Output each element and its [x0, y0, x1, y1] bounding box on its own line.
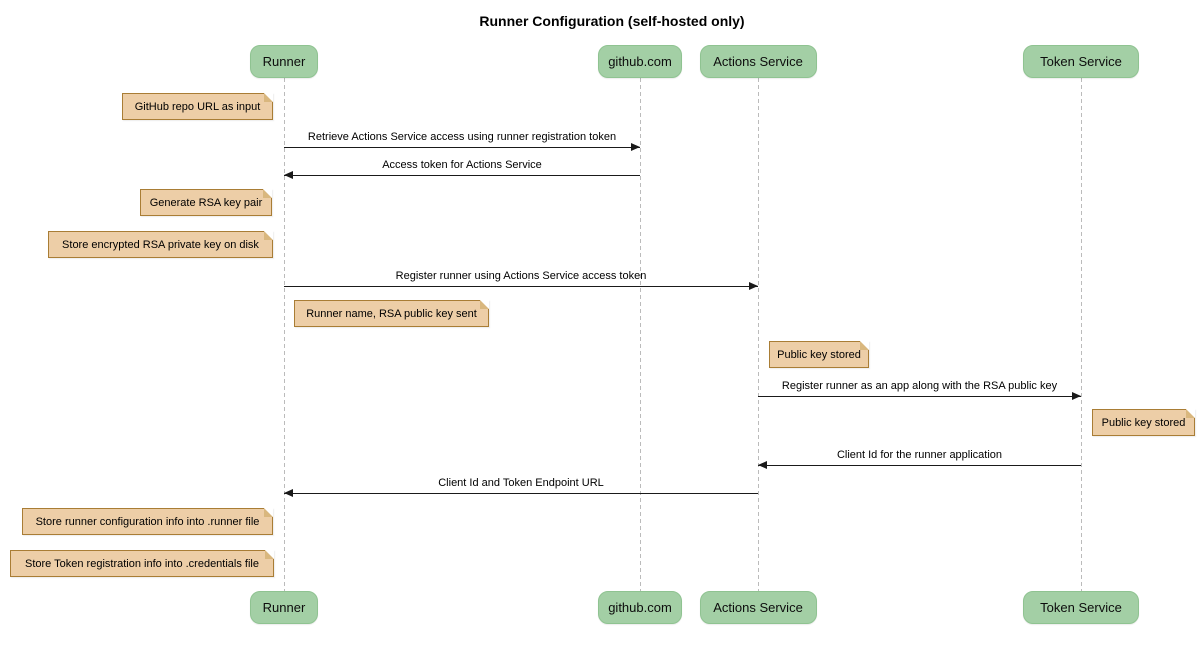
note-label: Public key stored: [1101, 416, 1186, 429]
participant-runner-bottom: Runner: [250, 591, 318, 624]
message-label: Register runner as an app along with the…: [781, 380, 1058, 392]
message-line: [284, 175, 640, 176]
message-label: Access token for Actions Service: [382, 159, 542, 171]
message-line: [758, 465, 1081, 466]
note-label: Public key stored: [777, 348, 861, 361]
note-8: Store Token registration info into .cred…: [10, 550, 274, 577]
message-line: [284, 147, 640, 148]
participant-runner-top: Runner: [250, 45, 318, 78]
arrowhead-right-icon: [1072, 392, 1081, 400]
lifeline-github: [639, 78, 641, 591]
participant-github-top: github.com: [598, 45, 682, 78]
arrowhead-left-icon: [758, 461, 767, 469]
participant-label: github.com: [608, 54, 672, 69]
message-line: [284, 286, 758, 287]
participant-label: Actions Service: [713, 600, 803, 615]
note-1: GitHub repo URL as input: [122, 93, 273, 120]
note-2: Generate RSA key pair: [140, 189, 272, 216]
message-line: [758, 396, 1081, 397]
note-6: Public key stored: [1092, 409, 1195, 436]
note-label: Store runner configuration info into .ru…: [35, 515, 260, 528]
arrowhead-right-icon: [631, 143, 640, 151]
message-label: Register runner using Actions Service ac…: [395, 270, 647, 282]
note-label: Store Token registration info into .cred…: [25, 557, 259, 570]
participant-github-bottom: github.com: [598, 591, 682, 624]
note-3: Store encrypted RSA private key on disk: [48, 231, 273, 258]
message-label: Client Id for the runner application: [836, 449, 1003, 461]
diagram-title: Runner Configuration (self-hosted only): [479, 13, 745, 29]
participant-label: Actions Service: [713, 54, 803, 69]
participant-label: Runner: [262, 54, 306, 69]
lifeline-token-service: [1080, 78, 1082, 591]
message-label: Retrieve Actions Service access using ru…: [307, 131, 617, 143]
participant-actions-service-bottom: Actions Service: [699, 591, 817, 624]
arrowhead-left-icon: [284, 171, 293, 179]
note-label: GitHub repo URL as input: [134, 100, 261, 113]
lifeline-runner: [283, 78, 285, 591]
note-7: Store runner configuration info into .ru…: [22, 508, 273, 535]
arrowhead-right-icon: [749, 282, 758, 290]
note-label: Runner name, RSA public key sent: [306, 307, 477, 320]
participant-label: Runner: [262, 600, 306, 615]
message-line: [284, 493, 758, 494]
participant-label: Token Service: [1040, 54, 1122, 69]
note-label: Store encrypted RSA private key on disk: [62, 238, 259, 251]
message-label: Client Id and Token Endpoint URL: [438, 477, 604, 489]
note-5: Public key stored: [769, 341, 869, 368]
participant-label: Token Service: [1040, 600, 1122, 615]
participant-label: github.com: [608, 600, 672, 615]
participant-token-service-bottom: Token Service: [1023, 591, 1139, 624]
note-label: Generate RSA key pair: [149, 196, 263, 209]
participant-token-service-top: Token Service: [1023, 45, 1139, 78]
participant-actions-service-top: Actions Service: [699, 45, 817, 78]
lifeline-actions-service: [757, 78, 759, 591]
arrowhead-left-icon: [284, 489, 293, 497]
note-4: Runner name, RSA public key sent: [294, 300, 489, 327]
